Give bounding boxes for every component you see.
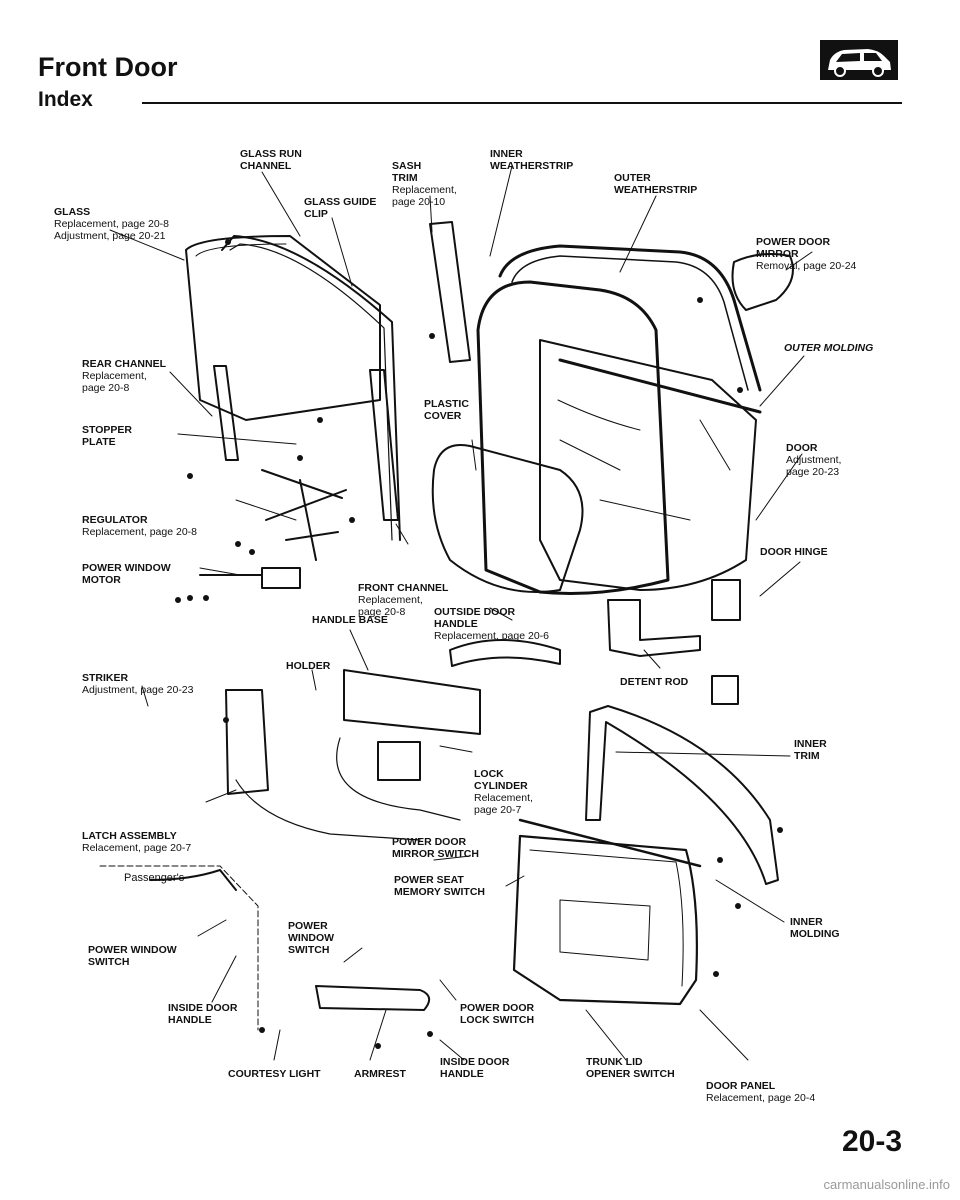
passenger-switch-harness (149, 869, 237, 891)
label-inner-weatherstrip: INNER WEATHERSTRIP (490, 148, 574, 172)
label-outer-molding: OUTER MOLDING (784, 342, 874, 354)
label-power-window-motor: POWER WINDOW MOTOR (82, 562, 171, 586)
outside-door-handle (449, 639, 561, 667)
label-holder: HOLDER (286, 660, 331, 672)
door-panel (512, 834, 698, 1006)
label-outer-weatherstrip: OUTER WEATHERSTRIP (614, 172, 698, 196)
label-glass-guide-clip: GLASS GUIDE CLIP (304, 196, 377, 220)
rear-channel (213, 365, 239, 461)
inner-molding (518, 818, 702, 868)
power-door-mirror (731, 253, 794, 311)
front-channel (369, 369, 399, 521)
inner-weatherstrip (476, 280, 670, 595)
label-inner-trim: INNER TRIM (794, 738, 827, 762)
label-stopper-plate: STOPPER PLATE (82, 424, 132, 448)
page-title: Front Door (38, 52, 178, 82)
handle-base (343, 669, 481, 735)
glass-run-channel (221, 235, 401, 541)
label-inside-door-handle-bottom: INSIDE DOOR HANDLE (440, 1056, 510, 1080)
label-power-window-switch-center: POWER WINDOW SWITCH (288, 920, 335, 956)
label-detent-rod: DETENT ROD (620, 676, 689, 688)
label-inside-door-handle-left: INSIDE DOOR HANDLE (168, 1002, 238, 1026)
label-armrest: ARMREST (354, 1068, 406, 1080)
label-glass-run-channel: GLASS RUN CHANNEL (240, 148, 302, 172)
outer-molding (558, 358, 762, 414)
car-body-icon (820, 40, 898, 80)
section-subtitle: Index (38, 88, 93, 111)
door-hinge (711, 579, 741, 705)
detent-rod (607, 599, 701, 657)
lock-cylinder (377, 741, 421, 781)
label-power-door-mirror-switch: POWER DOOR MIRROR SWITCH (392, 836, 479, 860)
glass-panel (185, 235, 381, 421)
latch-assembly (225, 689, 269, 795)
plastic-cover (431, 444, 584, 593)
label-handle-base: HANDLE BASE (312, 614, 388, 626)
regulator (261, 469, 347, 561)
label-trunk-lid-opener-switch: TRUNK LID OPENER SWITCH (586, 1056, 675, 1080)
label-power-window-switch-left: POWER WINDOW SWITCH (88, 944, 177, 968)
label-plastic-cover: PLASTIC COVER (424, 398, 469, 422)
watermark: carmanualsonline.info (823, 1177, 950, 1192)
armrest (315, 985, 431, 1011)
power-window-motor (199, 567, 301, 589)
label-power-door-lock-switch: POWER DOOR LOCK SWITCH (460, 1002, 535, 1026)
inner-trim (585, 705, 779, 885)
label-power-seat-memory-switch: POWER SEAT MEMORY SWITCH (394, 874, 485, 898)
label-door-hinge: DOOR HINGE (760, 546, 828, 558)
door-shell (539, 339, 757, 591)
sash-trim (429, 221, 471, 363)
header-rule (142, 102, 902, 104)
page-number: 20-3 (841, 1125, 902, 1158)
label-inner-molding: INNER MOLDING (790, 916, 840, 940)
outer-weatherstrip (498, 244, 762, 392)
label-courtesy-light: COURTESY LIGHT (228, 1068, 321, 1080)
label-passengers: Passenger's (124, 872, 185, 884)
